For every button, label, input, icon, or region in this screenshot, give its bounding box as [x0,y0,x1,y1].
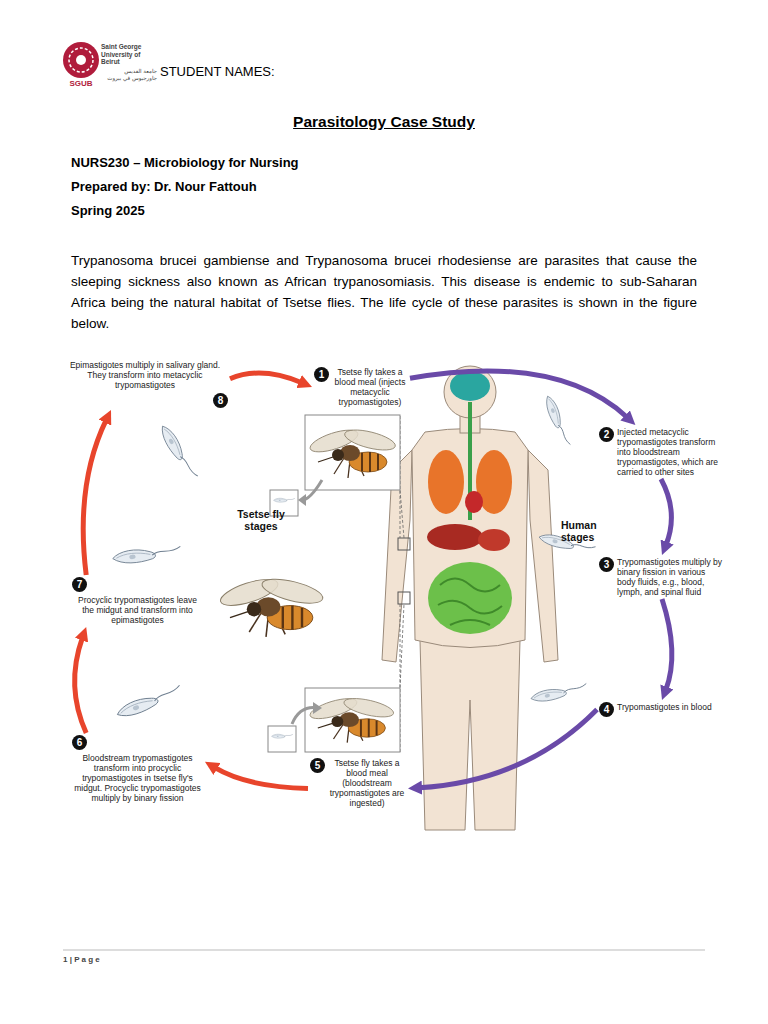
course-line: NURS230 – Microbiology for Nursing [71,155,299,170]
stage-node: 5Tsetse fly takes a blood meal (bloodstr… [308,756,408,810]
callout-number: 6 [72,735,87,750]
term-line: Spring 2025 [71,203,145,218]
cycle-arrow [75,637,87,733]
cycle-arrow [83,420,106,575]
callout-number: 1 [314,367,329,382]
callout-number: 7 [72,577,87,592]
page-title: Parasitology Case Study [0,113,768,131]
stage-description: Trypomastigotes multiply by binary fissi… [617,557,725,597]
cycle-arrow [214,767,308,788]
stage-description: Bloodstream trypomastigotes transform in… [72,753,203,803]
cycle-arrow [230,373,302,383]
stage-node: 4Trypomastigotes in blood [597,700,727,719]
callout-number: 4 [599,702,614,717]
stage-node: 6Bloodstream trypomastigotes transform i… [70,733,205,805]
group-label: Human stages [561,519,603,543]
student-names: STUDENT NAMES: [160,64,275,79]
logo-name: Saint George University of Beirut [101,43,155,66]
cycle-arrow [662,599,672,690]
cycle-arrow [419,710,597,788]
page-footer: 1 | P a g e [63,955,100,964]
stage-node: 3Trypomastigotes multiply by binary fiss… [597,555,727,599]
stage-node: Epimastigotes multiply in salivary gland… [60,358,230,410]
stage-node: 7Procyclic trypomastigotes leave the mid… [70,575,205,627]
stage-node: 1Tsetse fly takes a blood meal (injects … [312,365,410,409]
intro-paragraph: Trypanosoma brucei gambiense and Trypano… [71,250,697,334]
callout-number: 2 [599,427,614,442]
stage-node: 2Injected metacyclic trypomastigotes tra… [597,425,725,479]
stage-description: Epimastigotes multiply in salivary gland… [62,360,228,390]
logo-arabic: جامعة القديس جاورجيوس في بيروت [101,68,157,82]
stage-description: Tsetse fly takes a blood meal (injects m… [332,367,408,407]
callout-number: 5 [310,758,325,773]
author-line: Prepared by: Dr. Nour Fattouh [71,179,257,194]
cycle-arrow [410,371,627,418]
callout-number: 8 [213,393,228,408]
stage-description: Injected metacyclic trypomastigotes tran… [617,427,723,477]
stage-description: Trypomastigotes in blood [617,702,725,712]
stage-description: Procyclic trypomastigotes leave the midg… [72,595,203,625]
stage-description: Tsetse fly takes a blood meal (bloodstre… [328,758,406,808]
group-label: Tsetse fly stages [226,508,296,532]
callout-number: 3 [599,557,614,572]
cycle-arrow [661,479,671,545]
logo-acronym: SGUB [62,79,100,88]
